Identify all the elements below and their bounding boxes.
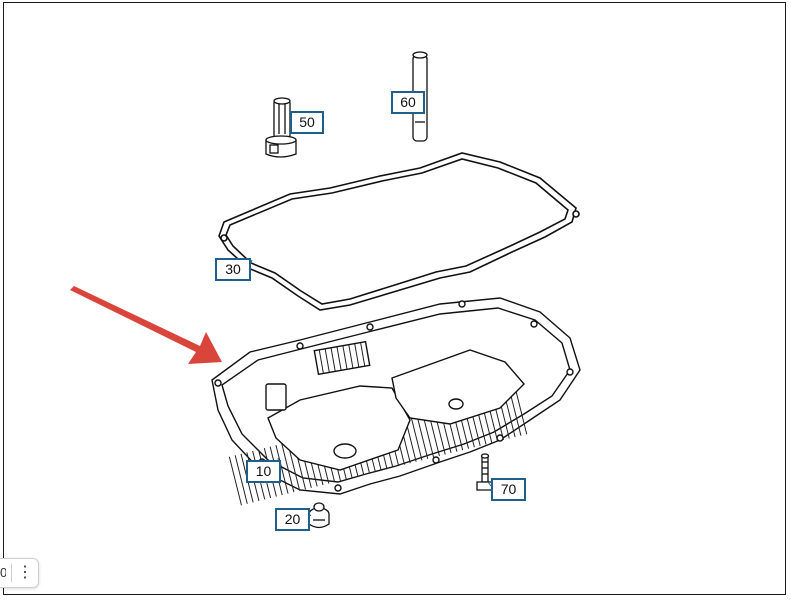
part-20-drain-plug bbox=[308, 502, 330, 529]
part-10-oil-pan bbox=[211, 297, 581, 506]
part-30-gasket bbox=[218, 152, 580, 311]
callout-70[interactable]: 70 bbox=[491, 478, 526, 501]
part-70-bolt bbox=[476, 453, 494, 491]
callout-30[interactable]: 30 bbox=[215, 258, 251, 281]
callout-60[interactable]: 60 bbox=[391, 91, 425, 114]
callout-20[interactable]: 20 bbox=[275, 508, 310, 531]
more-options-icon[interactable]: ⋮ bbox=[17, 564, 33, 581]
toolbar-divider bbox=[11, 564, 12, 582]
floating-toolbar: 0 ⋮ bbox=[0, 558, 39, 588]
part-50-plug bbox=[265, 97, 297, 158]
callout-10[interactable]: 10 bbox=[246, 460, 281, 483]
red-pointer-arrow bbox=[70, 286, 222, 364]
toolbar-partial-label: 0 bbox=[0, 565, 6, 580]
callout-50[interactable]: 50 bbox=[290, 111, 324, 134]
